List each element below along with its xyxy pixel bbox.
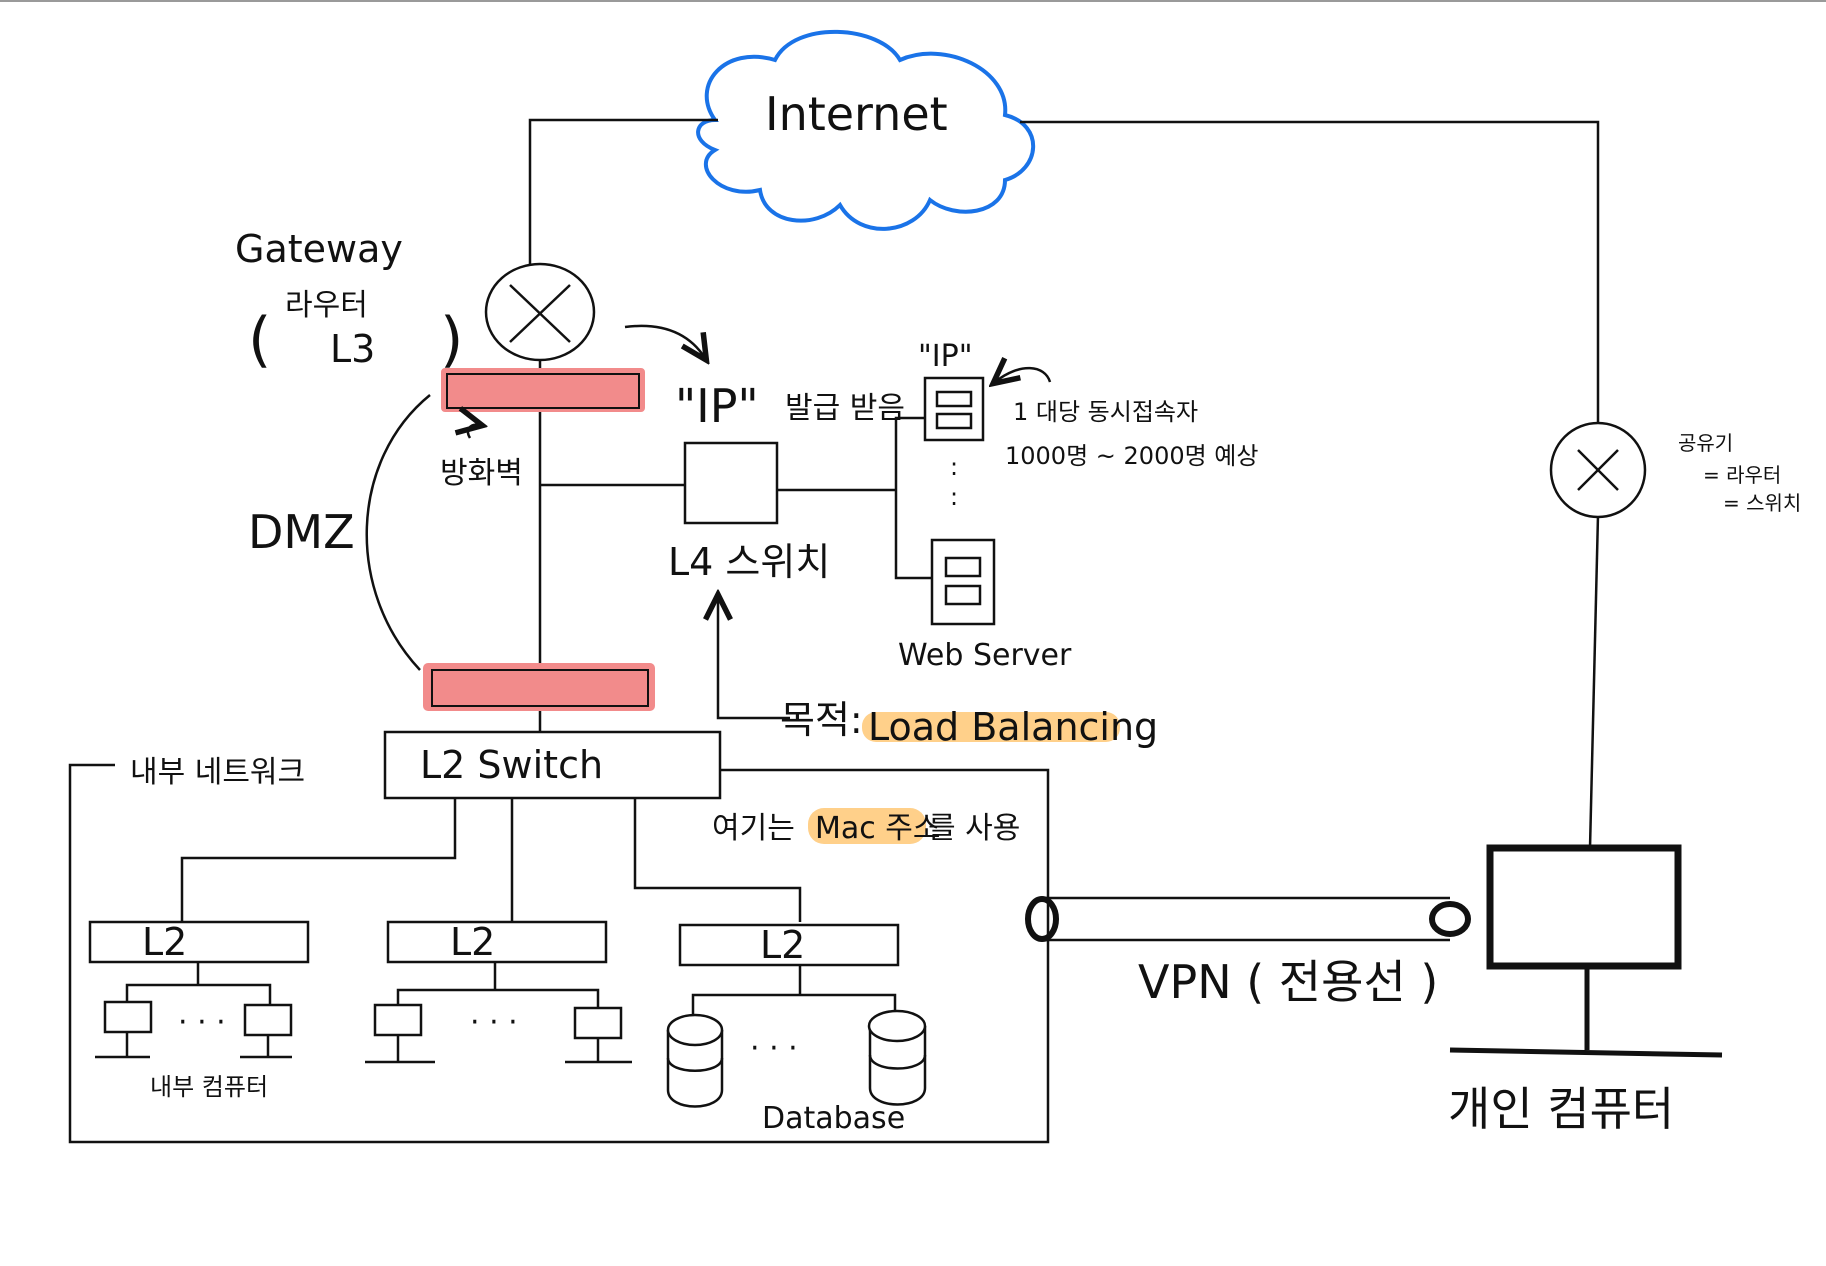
- pc-icon: [373, 1003, 423, 1037]
- pc-ellipsis-1: · · ·: [178, 1005, 226, 1040]
- server-slot-1: [944, 556, 982, 578]
- webserver-note-1: 1 대당 동시접속자: [1013, 398, 1198, 426]
- purpose-highlight: [862, 712, 1120, 742]
- firewall-arrow: [468, 425, 480, 439]
- gateway-router: [484, 262, 596, 362]
- pc-icon: [103, 1000, 153, 1034]
- l2-box-3: [678, 923, 900, 967]
- webserver-top: [923, 376, 985, 442]
- database-icon: [666, 1013, 724, 1108]
- internet-home-link: [1020, 120, 1600, 425]
- webserver-label: Web Server: [898, 638, 1072, 673]
- database-label: Database: [762, 1101, 905, 1136]
- l2-switch-box: [383, 730, 722, 800]
- router-x-line-2: [509, 284, 571, 343]
- firewall-top-box: [446, 373, 640, 409]
- server-slot-2: [935, 412, 973, 430]
- webserver-bottom: [930, 538, 996, 626]
- l4-switch-box: [683, 441, 779, 525]
- webserver-note-arrow: [995, 368, 1052, 382]
- webserver-note-2: 1000명 ~ 2000명 예상: [1005, 442, 1258, 470]
- internal-pcs-group-1: · · ·: [95, 962, 293, 1059]
- webserver-dots: :: [950, 453, 958, 481]
- l2-switch-label: L2 Switch: [420, 743, 603, 787]
- branch-left: [180, 798, 457, 922]
- internet-label: Internet: [765, 87, 948, 141]
- home-router-line-1: 공유기: [1678, 431, 1733, 455]
- mac-note-prefix: 여기는: [712, 811, 795, 846]
- l2-box-2: [386, 920, 608, 964]
- db-ellipsis: · · ·: [750, 1031, 798, 1066]
- mac-note-suffix: 를 사용: [928, 811, 1020, 846]
- webserver-branch: [894, 416, 932, 580]
- purpose-arrow: [718, 597, 790, 720]
- purpose-prefix: 목적:: [780, 698, 863, 742]
- pc-icon: [573, 1006, 623, 1040]
- server-icon: [923, 376, 985, 442]
- purpose-value: Load Balancing: [868, 705, 1158, 749]
- firewall-top: [441, 368, 645, 412]
- server-slot-1: [935, 390, 973, 408]
- pc-ellipsis-2: · · ·: [470, 1005, 518, 1040]
- l4-label: L4 스위치: [668, 540, 830, 584]
- database-icon: [867, 1009, 927, 1106]
- firewall-label: 방화벽: [440, 456, 523, 491]
- home-router: [1549, 421, 1647, 519]
- pc-bus-2: [396, 988, 600, 1008]
- dmz-bracket: [365, 394, 431, 671]
- l2-box-1-label: L2: [142, 920, 187, 964]
- db-bus: [691, 993, 897, 1015]
- firewall-top-glow: [441, 368, 645, 412]
- server-icon: [930, 538, 996, 626]
- ip-issued-text: 발급 받음: [785, 391, 905, 426]
- l2-box-1: [88, 920, 310, 964]
- branch-right: [633, 798, 802, 922]
- gateway-router-label: 라우터: [285, 288, 368, 323]
- home-router-line-3: = 스위치: [1723, 491, 1801, 515]
- l2-box-3-label: L2: [760, 923, 805, 967]
- gateway-l3-label: L3: [330, 327, 375, 371]
- internal-pcs-group-2: · · ·: [365, 962, 632, 1064]
- internet-cloud: Internet: [696, 29, 1036, 231]
- ip-quote: "IP": [675, 379, 759, 433]
- internal-network-frame: [68, 763, 1050, 1144]
- personal-pc-label: 개인 컴퓨터: [1448, 1082, 1674, 1136]
- mac-note-highlight: Mac 주소: [815, 811, 941, 846]
- home-router-line-2: = 라우터: [1703, 463, 1781, 487]
- vpn-tube-left-end: [1025, 896, 1059, 942]
- gateway-title: Gateway: [235, 227, 403, 271]
- mac-highlight: [808, 808, 926, 844]
- pc-icon: [243, 1003, 293, 1037]
- gateway-internet-link: [528, 118, 718, 270]
- database-group: · · ·: [666, 965, 927, 1108]
- firewall-bottom-glow: [423, 663, 655, 711]
- dmz-label: DMZ: [248, 505, 355, 559]
- monitor-base: [1449, 1047, 1723, 1058]
- vpn-tube-right-end: [1429, 901, 1471, 937]
- gateway-close-paren: ): [440, 305, 463, 375]
- l2-box-2-label: L2: [450, 920, 495, 964]
- home-router-pc-link: [1588, 514, 1600, 849]
- top-border: [0, 0, 1826, 2]
- monitor-icon: [1486, 844, 1682, 970]
- server-slot-2: [944, 584, 982, 606]
- personal-computer: [1449, 844, 1723, 1058]
- firewall-bottom-box: [431, 669, 649, 707]
- internal-pc-label: 내부 컴퓨터: [150, 1073, 268, 1101]
- vpn-label: VPN ( 전용선 ): [1138, 955, 1438, 1009]
- cloud-icon: [696, 29, 1036, 231]
- firewall-bottom: [423, 663, 655, 711]
- gateway-open-paren: (: [248, 305, 271, 375]
- vpn-tunnel: [1025, 896, 1471, 942]
- ip-arrow: [624, 324, 705, 358]
- webserver-ip-quote: "IP": [918, 339, 973, 374]
- router-x-line-2: [1577, 449, 1619, 491]
- internal-label: 내부 네트워크: [130, 755, 305, 790]
- webserver-dots-2: :: [950, 483, 958, 511]
